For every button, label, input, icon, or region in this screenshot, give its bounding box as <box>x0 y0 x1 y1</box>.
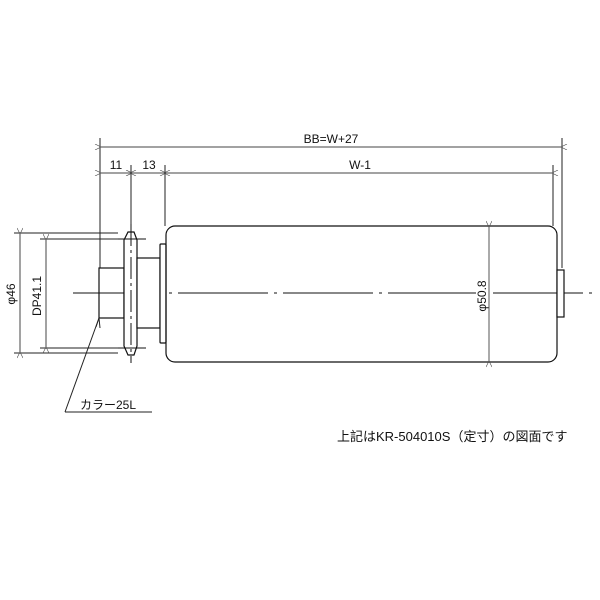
roller-tube <box>165 225 558 363</box>
end-cap <box>159 243 167 344</box>
dimension-overall: BB=W+27 <box>101 132 561 147</box>
dim-phi46-label: φ46 <box>4 283 18 304</box>
dim-11-label: 11 <box>110 158 123 172</box>
collar-label: カラー25L <box>80 398 136 412</box>
dimension-row-2: 11 13 W-1 <box>101 158 552 173</box>
sprocket-hub <box>136 257 161 329</box>
drawing-note: 上記はKR-504010S（定寸）の図面です <box>337 429 567 444</box>
sprocket <box>118 224 146 363</box>
collar-leader: カラー25L <box>64 317 152 413</box>
extension-lines <box>99 138 563 268</box>
dim-phi508-label: φ50.8 <box>475 280 489 311</box>
dim-w1-label: W-1 <box>349 158 371 172</box>
dim-13-label: 13 <box>142 158 156 172</box>
shaft-end <box>556 269 565 318</box>
dimension-roller-diameter: φ50.8 <box>475 227 489 361</box>
dim-dp-label: DP41.1 <box>30 276 44 316</box>
dim-overall-label: BB=W+27 <box>304 132 359 146</box>
